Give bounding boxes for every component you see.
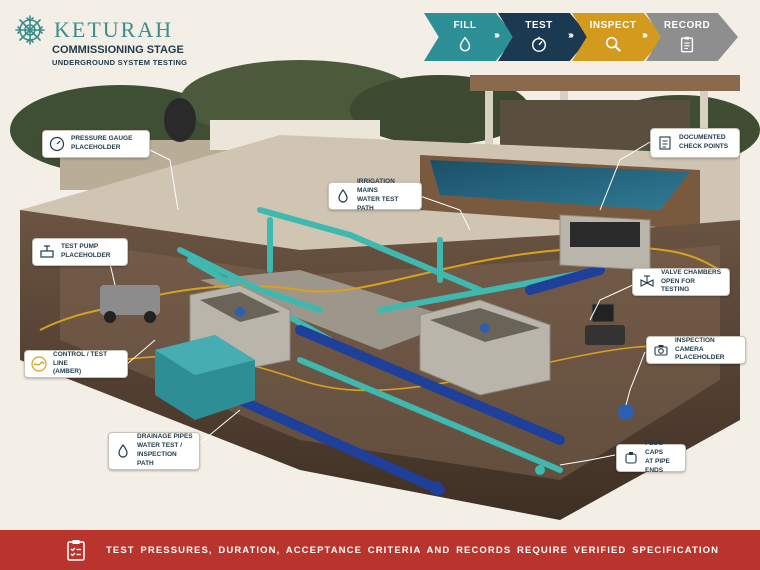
clipboard-icon <box>680 36 694 53</box>
plug-cap-icon <box>625 452 637 464</box>
snowflake-ornament-icon <box>15 15 45 45</box>
valve-chamber <box>419 299 551 396</box>
callout-label: DOCUMENTED CHECK POINTS <box>679 134 729 150</box>
callout-label: PLUG CAPS AT PIPE ENDS <box>645 440 670 474</box>
callout-documented[interactable]: DOCUMENTED CHECK POINTS <box>650 128 740 158</box>
callout-control-line[interactable]: CONTROL / TEST LINE (AMBER) <box>24 350 128 378</box>
water-drop-icon <box>118 444 128 458</box>
footer-banner: TEST PRESSURES, DURATION, ACCEPTANCE CRI… <box>0 530 760 570</box>
callout-label: TEST PUMP PLACEHOLDER <box>61 243 111 259</box>
footer-text: TEST PRESSURES, DURATION, ACCEPTANCE CRI… <box>106 544 720 556</box>
drainage-pipes <box>235 265 605 495</box>
checklist-icon <box>659 136 671 150</box>
callout-leaders <box>107 141 651 466</box>
callout-label: DRAINAGE PIPES WATER TEST / INSPECTION P… <box>137 433 193 467</box>
step-inspect[interactable]: INSPECT <box>572 13 664 61</box>
callout-label: VALVE CHAMBERS OPEN FOR TESTING <box>661 268 722 294</box>
process-steps: FILL TEST INSPECT RECORD ››› ››› ››› <box>424 13 738 61</box>
chevron-right-icon: ››› <box>494 30 500 41</box>
checklist-clipboard-icon <box>67 540 85 561</box>
chevron-right-icon: ››› <box>642 30 648 41</box>
callout-valve[interactable]: VALVE CHAMBERS OPEN FOR TESTING <box>632 268 730 296</box>
callout-plug-caps[interactable]: PLUG CAPS AT PIPE ENDS <box>616 440 686 474</box>
plug-cap <box>618 404 634 420</box>
callout-camera[interactable]: INSPECTION CAMERA PLACEHOLDER <box>646 336 746 364</box>
water-tank <box>155 335 255 420</box>
plug-cap <box>535 465 545 475</box>
step-record[interactable]: RECORD <box>646 13 738 61</box>
gauge-icon <box>49 136 65 152</box>
step-label: INSPECT <box>589 20 637 31</box>
step-test[interactable]: TEST <box>498 13 590 61</box>
step-label: TEST <box>525 20 553 31</box>
step-fill[interactable]: FILL <box>424 13 516 61</box>
callout-test-pump[interactable]: TEST PUMP PLACEHOLDER <box>32 238 128 266</box>
amber-line-icon <box>31 356 47 372</box>
brand: KETURAH <box>14 14 173 46</box>
water-drop-icon <box>459 36 471 52</box>
step-label: RECORD <box>663 20 711 31</box>
callout-irrigation[interactable]: IRRIGATION MAINS WATER TEST PATH <box>328 178 422 212</box>
pump-valve-icon <box>40 245 54 258</box>
callout-label: IRRIGATION MAINS WATER TEST PATH <box>357 178 399 212</box>
gauge-icon <box>531 36 547 52</box>
step-label: FILL <box>453 20 477 31</box>
callout-label: PRESSURE GAUGE PLACEHOLDER <box>71 135 133 151</box>
callout-pressure-gauge[interactable]: PRESSURE GAUGE PLACEHOLDER <box>42 130 150 158</box>
callout-label: INSPECTION CAMERA PLACEHOLDER <box>675 336 725 362</box>
camera-icon <box>654 345 668 356</box>
magnifier-icon <box>605 36 621 52</box>
inspection-chamber <box>559 214 651 271</box>
valve-icon <box>640 275 654 287</box>
swimming-pool <box>430 160 690 210</box>
stage-title: COMMISSIONING STAGE <box>52 44 184 56</box>
test-pump <box>100 285 160 323</box>
stage-subtitle: UNDERGROUND SYSTEM TESTING <box>52 58 188 67</box>
inspection-camera <box>585 303 625 345</box>
callout-label: CONTROL / TEST LINE (AMBER) <box>53 350 108 376</box>
brand-name: KETURAH <box>54 17 174 42</box>
plug-cap <box>429 481 443 495</box>
callout-drainage[interactable]: DRAINAGE PIPES WATER TEST / INSPECTION P… <box>108 432 200 470</box>
water-drop-icon <box>338 189 348 203</box>
chevron-right-icon: ››› <box>568 30 574 41</box>
